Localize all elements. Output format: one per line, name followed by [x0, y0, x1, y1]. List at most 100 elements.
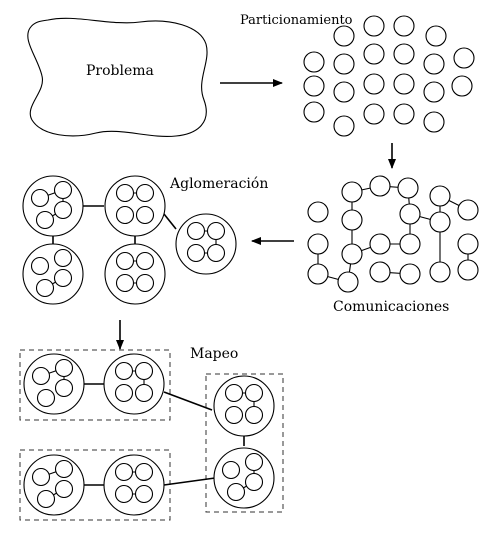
- map-group-b-task: [134, 361, 154, 381]
- agglo-group-a-task: [30, 188, 50, 208]
- agglo-group-a-boundary: [22, 175, 84, 237]
- map-group-e-task: [224, 383, 244, 403]
- agglo-group-c-task: [30, 256, 50, 276]
- partition-task-circle: [333, 53, 355, 75]
- partition-circles: [303, 15, 475, 137]
- comm-task-circle: [341, 209, 363, 231]
- agglomeration-groups: [22, 175, 237, 305]
- map-group-d-task: [114, 462, 134, 482]
- flow-arrows: [116, 79, 396, 350]
- map-group-c-boundary: [23, 454, 85, 516]
- comm-task-circle: [429, 185, 451, 207]
- comm-task-circle: [429, 261, 451, 283]
- comm-task-circle: [307, 233, 329, 255]
- communications-label: Comunicaciones: [333, 299, 450, 315]
- partitioning-label: Particionamiento: [240, 13, 353, 28]
- map-group-b-boundary: [103, 353, 165, 415]
- comm-task-circle: [337, 271, 359, 293]
- agglo-group-c-boundary: [22, 243, 84, 305]
- comm-task-circle: [369, 233, 391, 255]
- comm-task-circle: [399, 263, 421, 285]
- agglo-group-d-task: [135, 273, 155, 293]
- map-group-b-task: [114, 361, 134, 381]
- map-group-f-task: [221, 460, 241, 480]
- map-group-a-task: [54, 358, 74, 378]
- comm-task-circle: [369, 175, 391, 197]
- agglo-group-b-task: [115, 183, 135, 203]
- processor-box: [205, 373, 284, 513]
- map-group-b-task: [134, 383, 154, 403]
- partition-task-circle: [393, 43, 415, 65]
- problem-label: Problema: [86, 63, 154, 79]
- agglo-group-b-task: [115, 205, 135, 225]
- agglo-group-b-task: [135, 183, 155, 203]
- partition-task-circle: [303, 101, 325, 123]
- comm-task-circle: [307, 201, 329, 223]
- agglo-group-b-boundary: [104, 175, 166, 237]
- partition-task-circle: [363, 73, 385, 95]
- map-group-c-task: [31, 467, 51, 487]
- processor-box: [19, 449, 171, 521]
- partition-task-circle: [363, 43, 385, 65]
- map-group-e-task: [244, 383, 264, 403]
- agglo-group-a-task: [53, 180, 73, 200]
- map-group-d-task: [134, 462, 154, 482]
- comm-task-circle: [429, 211, 451, 233]
- map-group-f-task: [226, 482, 246, 502]
- comm-task-circle: [341, 181, 363, 203]
- agglo-group-e-task: [186, 243, 206, 263]
- partition-task-circle: [393, 103, 415, 125]
- map-group-c-task: [54, 479, 74, 499]
- map-group-a-task: [31, 366, 51, 386]
- agglo-group-b-task: [135, 205, 155, 225]
- partition-task-circle: [423, 111, 445, 133]
- agglomeration-label: Aglomeración: [170, 176, 269, 192]
- map-group-d-task: [134, 484, 154, 504]
- processor-box: [19, 349, 171, 421]
- partition-task-circle: [453, 47, 475, 69]
- problem-blob: [27, 17, 208, 138]
- partition-task-circle: [333, 25, 355, 47]
- map-group-f-task: [244, 452, 264, 472]
- partition-task-circle: [425, 25, 447, 47]
- agglo-group-d-boundary: [104, 243, 166, 305]
- map-group-a-boundary: [23, 353, 85, 415]
- comm-task-circle: [307, 263, 329, 285]
- agglo-link: [163, 213, 177, 230]
- comm-task-circle: [399, 233, 421, 255]
- map-group-a-task: [36, 388, 56, 408]
- partition-task-circle: [363, 15, 385, 37]
- partition-task-circle: [423, 53, 445, 75]
- agglo-group-c-task: [53, 248, 73, 268]
- agglo-group-d-task: [135, 251, 155, 271]
- comm-task-circle: [399, 203, 421, 225]
- map-group-b-task: [114, 383, 134, 403]
- map-group-c-task: [36, 489, 56, 509]
- comm-task-circle: [397, 177, 419, 199]
- mapping-label: Mapeo: [190, 346, 239, 362]
- map-group-f-task: [244, 472, 264, 492]
- map-link: [163, 391, 213, 411]
- agglo-group-a-task: [53, 200, 73, 220]
- partition-task-circle: [303, 51, 325, 73]
- map-group-d-task: [114, 484, 134, 504]
- problem-shape: [27, 17, 208, 138]
- mapping-groups: [19, 349, 284, 521]
- partition-task-circle: [393, 15, 415, 37]
- comm-task-circle: [457, 233, 479, 255]
- map-group-c-task: [54, 459, 74, 479]
- partition-task-circle: [333, 81, 355, 103]
- partition-task-circle: [451, 75, 473, 97]
- agglo-group-e-boundary: [175, 213, 237, 275]
- comm-task-circle: [457, 259, 479, 281]
- agglo-group-e-task: [186, 221, 206, 241]
- agglo-group-d-task: [115, 251, 135, 271]
- comm-task-circle: [369, 261, 391, 283]
- agglo-group-e-task: [206, 243, 226, 263]
- agglo-group-e-task: [206, 221, 226, 241]
- map-group-e-task: [224, 405, 244, 425]
- partition-task-circle: [363, 103, 385, 125]
- communication-graph: [307, 175, 479, 293]
